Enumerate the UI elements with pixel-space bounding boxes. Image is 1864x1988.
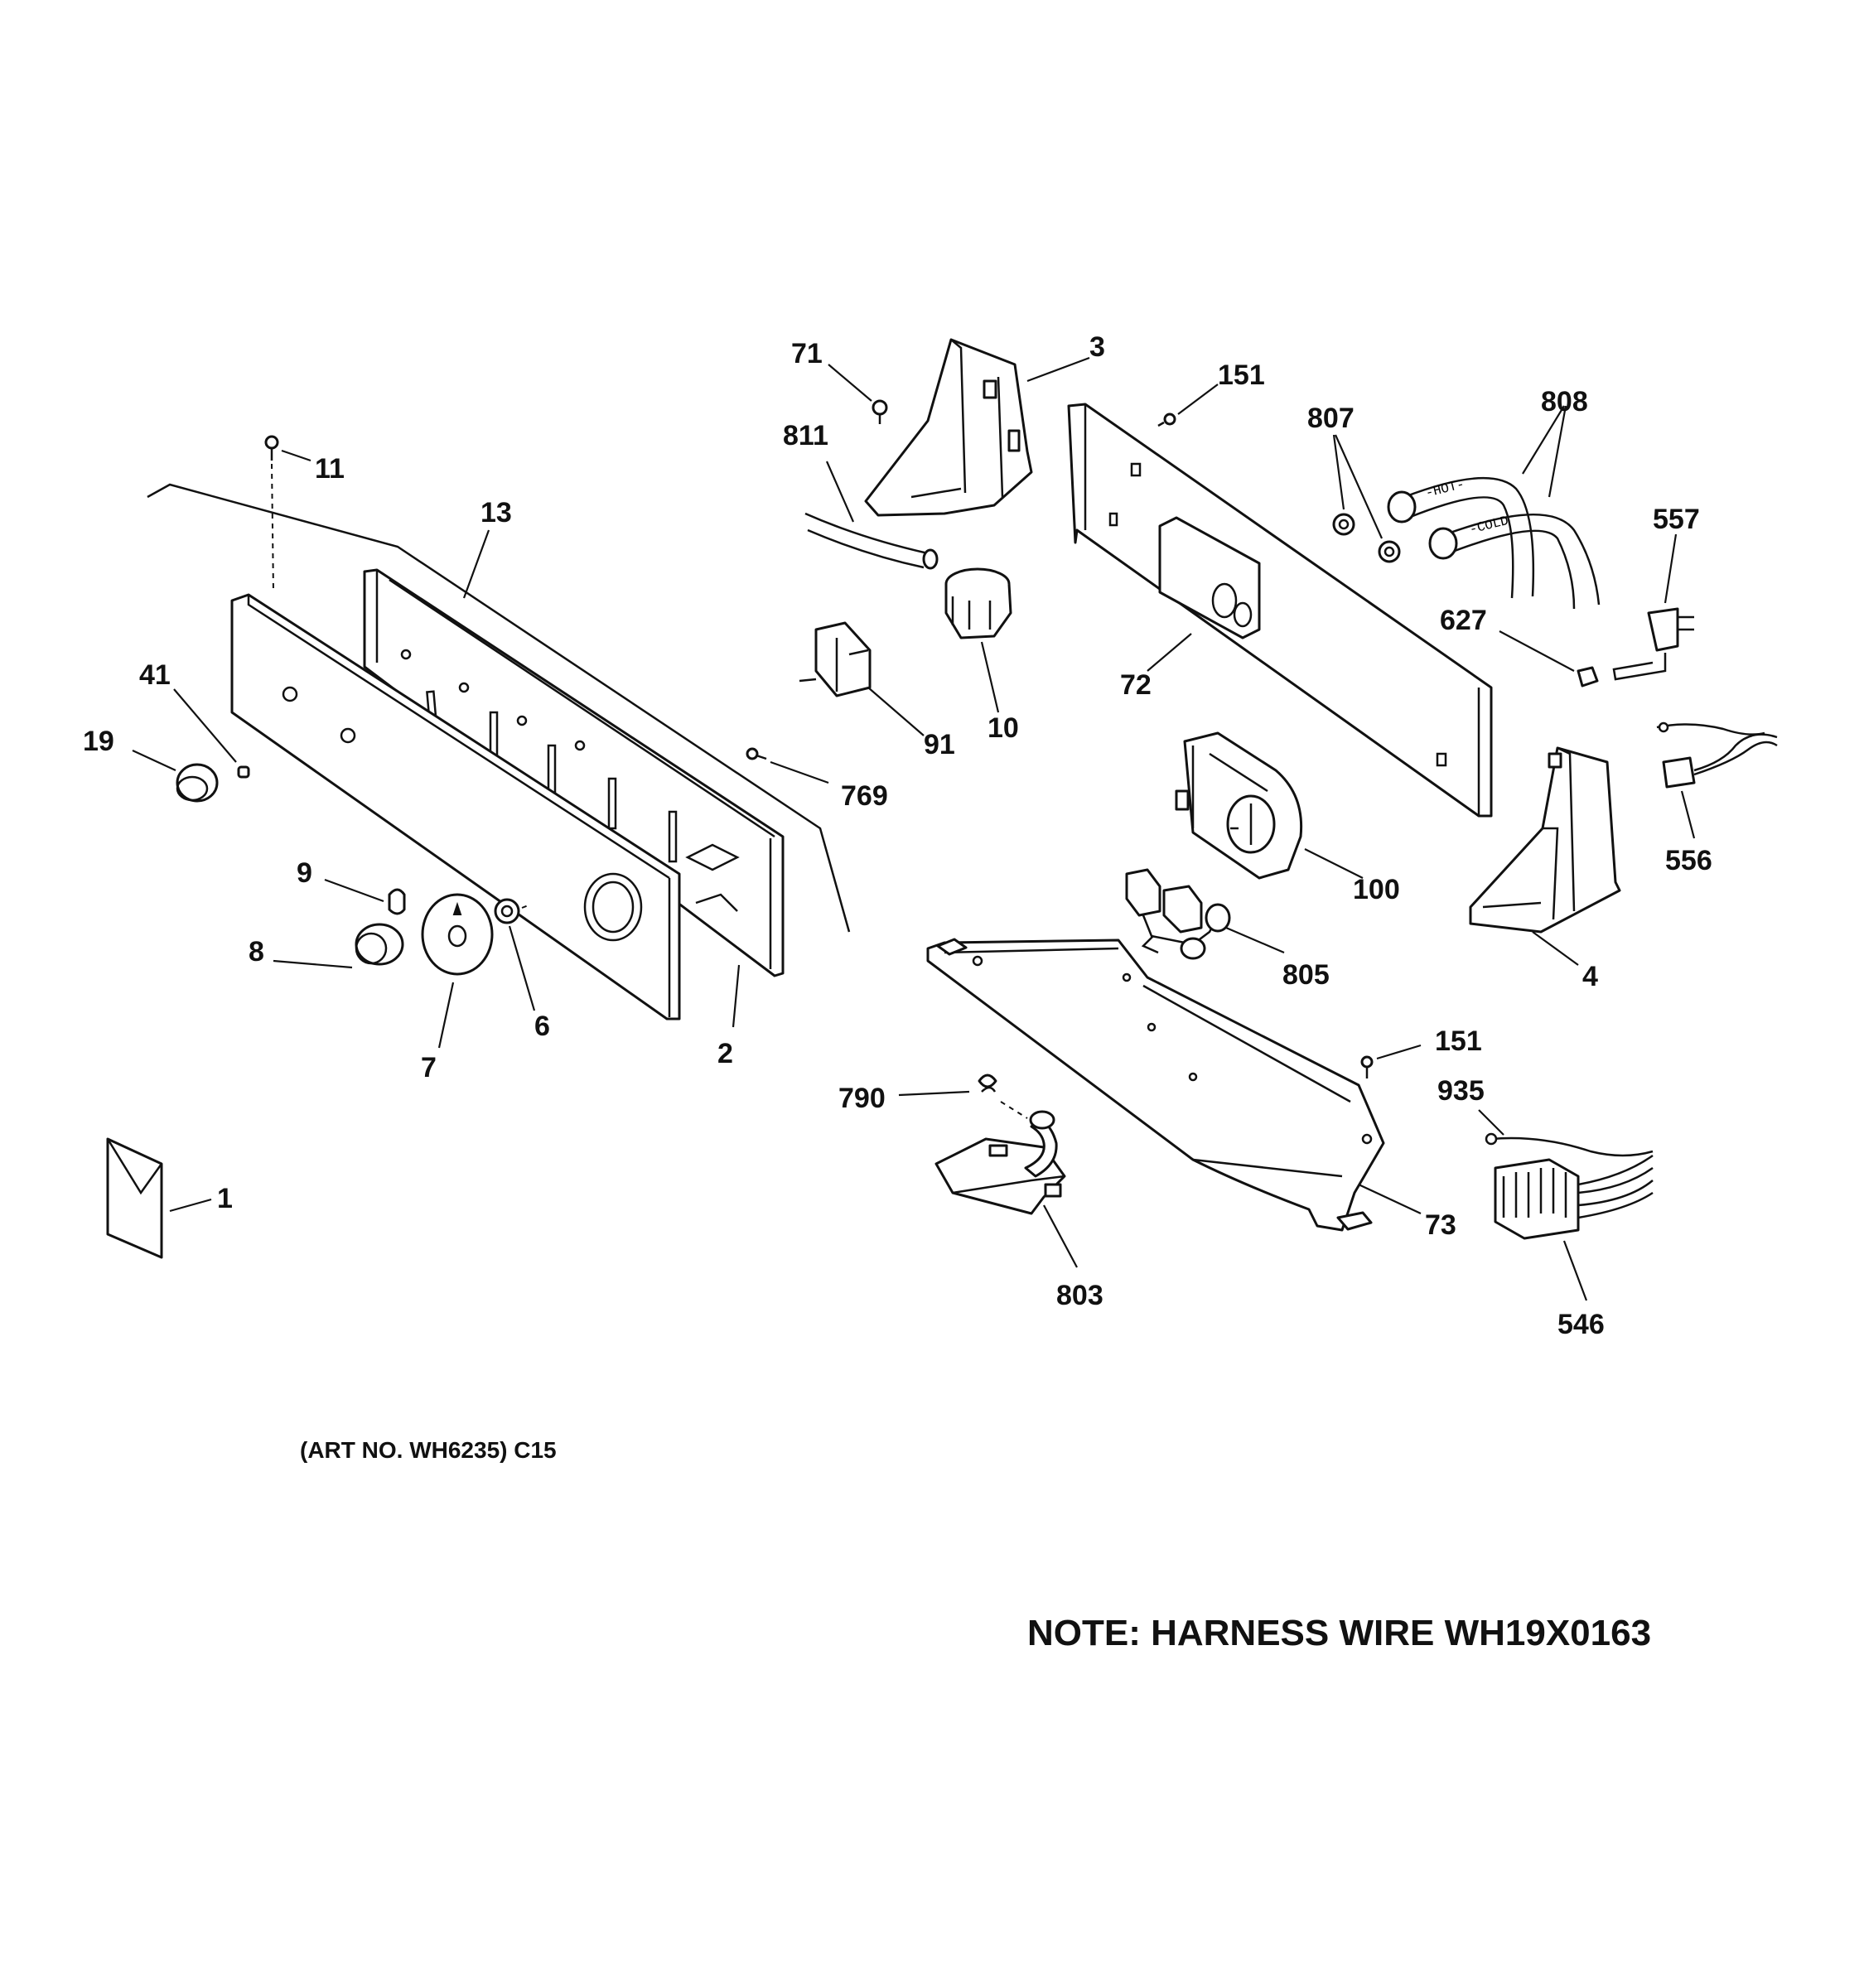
part-label-19: 19	[83, 726, 114, 757]
dial-7	[421, 893, 494, 1049]
part-label-790: 790	[838, 1083, 886, 1114]
part-label-72: 72	[1120, 669, 1152, 701]
part-label-627: 627	[1440, 605, 1487, 636]
part-label-556: 556	[1665, 845, 1712, 876]
part-label-811: 811	[783, 420, 828, 451]
part-label-803: 803	[1056, 1280, 1103, 1311]
part-label-73: 73	[1425, 1209, 1456, 1241]
part-label-100: 100	[1353, 874, 1400, 905]
screw-11	[264, 435, 311, 593]
part-label-557: 557	[1653, 504, 1700, 535]
part-label-546: 546	[1557, 1309, 1605, 1340]
part-label-1: 1	[217, 1183, 233, 1214]
part-label-7: 7	[421, 1052, 437, 1083]
part-label-91: 91	[924, 729, 955, 760]
timer-100	[1175, 731, 1364, 880]
washers-807	[1332, 434, 1401, 563]
leader-13	[462, 529, 490, 599]
part-label-6: 6	[534, 1011, 550, 1042]
water-valve-805	[1125, 868, 1285, 960]
harness-546	[1485, 1132, 1654, 1301]
part-label-41: 41	[139, 659, 171, 691]
art-number: (ART NO. WH6235) C15	[300, 1437, 557, 1463]
pressure-switch-10	[944, 567, 1012, 713]
part-label-805: 805	[1282, 959, 1330, 991]
base-73	[926, 938, 1422, 1232]
clamp-790	[898, 1074, 1028, 1119]
switch-91	[799, 621, 925, 736]
harness-note: NOTE: HARNESS WIRE WH19X0163	[1027, 1613, 1651, 1653]
screw-769	[746, 747, 829, 784]
part-label-4: 4	[1582, 961, 1598, 992]
part-label-10: 10	[988, 712, 1019, 744]
control-panel-2	[230, 593, 681, 1021]
part-label-807: 807	[1307, 403, 1355, 434]
bracket-3	[864, 338, 1090, 517]
part-label-2: 2	[717, 1038, 733, 1069]
screw-71	[828, 364, 888, 424]
part-label-3: 3	[1089, 331, 1105, 363]
leader-935	[1478, 1109, 1504, 1136]
screw-151-bottom	[1360, 1044, 1422, 1078]
part-label-935: 935	[1437, 1075, 1485, 1107]
plug-627	[1499, 630, 1599, 688]
hose-label-hot: -HOT-	[1424, 477, 1466, 501]
part-label-151b: 151	[1435, 1025, 1482, 1057]
part-label-151a: 151	[1218, 359, 1265, 391]
fill-hoses-808: -HOT- -COLD	[1387, 405, 1601, 610]
part-label-808: 808	[1541, 386, 1588, 417]
knob-8	[273, 923, 404, 969]
leader-2	[732, 964, 741, 1028]
backsplash-72	[1067, 403, 1493, 818]
part-label-11: 11	[315, 453, 345, 485]
part-label-9: 9	[297, 857, 312, 889]
screw-151-top	[1157, 384, 1219, 427]
part-label-8: 8	[249, 936, 264, 967]
harness-557	[1612, 533, 1694, 681]
spring-41	[173, 688, 250, 779]
harness-556	[1656, 721, 1778, 839]
hose-label-cold: -COLD	[1468, 514, 1510, 538]
dispenser-803	[934, 1110, 1078, 1268]
part-label-13: 13	[480, 497, 512, 528]
clip-9	[324, 878, 406, 915]
part-label-769: 769	[841, 780, 888, 812]
guide-line	[147, 483, 851, 933]
hose-811	[804, 461, 939, 570]
part-label-71: 71	[791, 338, 823, 369]
knob-19	[132, 750, 219, 803]
manual-envelope-1	[106, 1137, 212, 1259]
bracket-4	[1469, 746, 1621, 966]
nut-6	[494, 898, 536, 1011]
